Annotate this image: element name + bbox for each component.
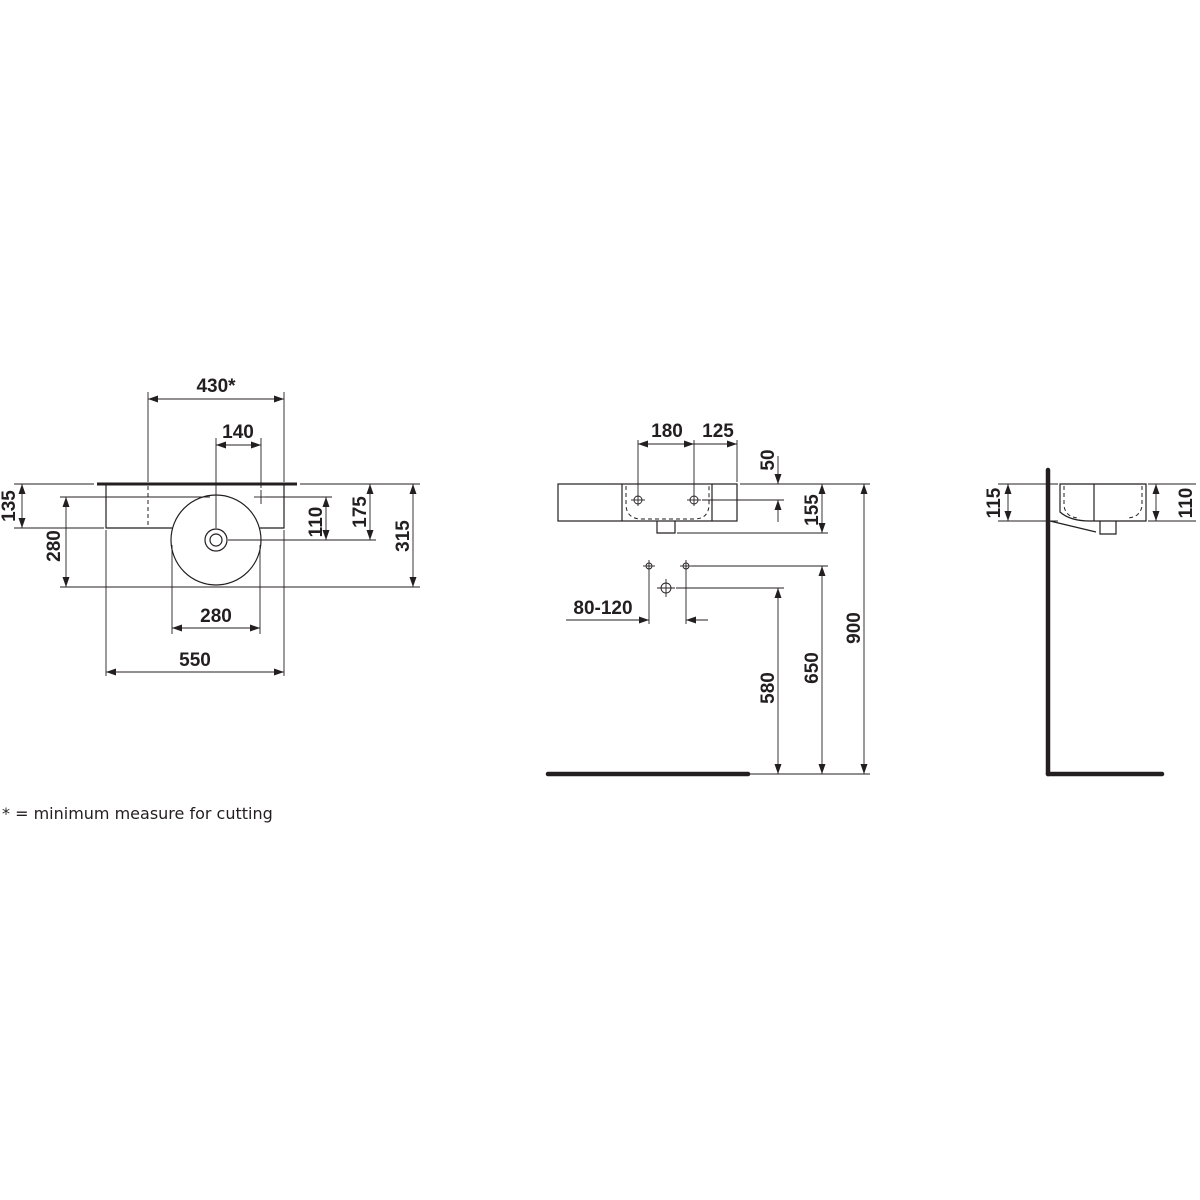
dim-155-label: 155 [802,494,823,526]
dim-135-label: 135 [0,490,20,522]
footnote: * = minimum measure for cutting [2,804,273,823]
dim-280-bowl-label: 280 [200,606,232,627]
front-view: 180 125 50 155 80-120 580 650 900 [545,421,870,777]
dim-650-label: 650 [802,652,823,684]
side-view: 115 110 [984,467,1197,777]
dim-550-label: 550 [179,650,211,671]
dim-180-label: 180 [651,421,683,442]
dim-range-label: 80-120 [573,598,632,619]
plan-view: 430* 140 135 280 110 175 315 280 550 [0,376,420,676]
dim-110-side-label: 110 [1176,488,1197,519]
dim-115-label: 115 [984,487,1005,518]
dim-430-label: 430* [196,376,236,397]
dim-175-label: 175 [350,496,371,528]
dim-110-label: 110 [306,507,327,538]
dim-900-label: 900 [844,612,865,644]
dim-125-label: 125 [702,421,734,442]
dim-50-label: 50 [758,449,779,470]
dim-280-left-label: 280 [44,530,65,562]
dim-580-label: 580 [758,672,779,704]
dim-140-label: 140 [222,422,254,443]
dim-315-label: 315 [393,520,414,552]
